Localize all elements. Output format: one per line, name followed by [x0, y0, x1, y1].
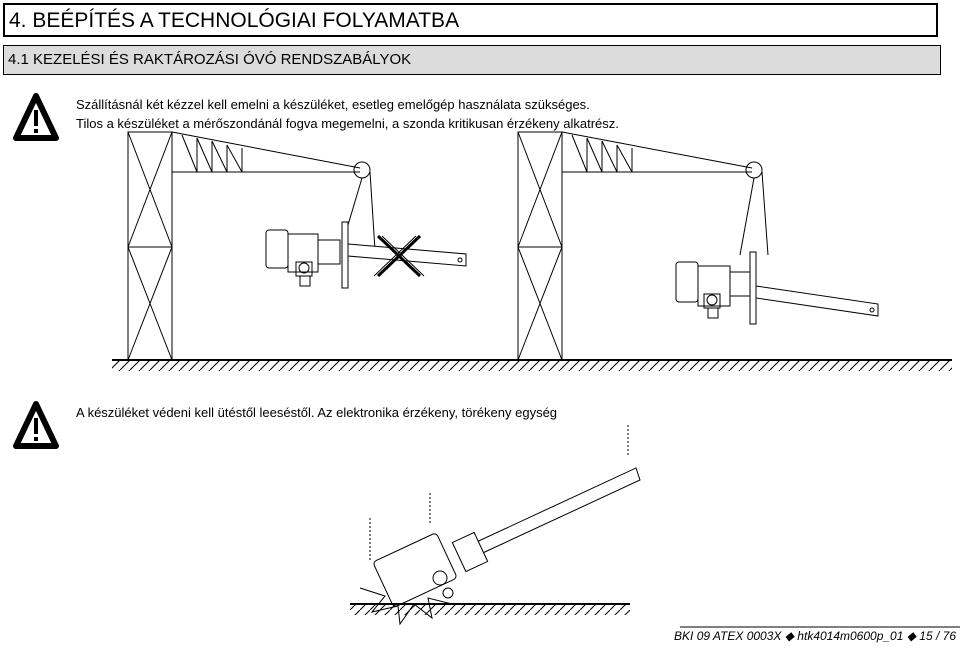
ground-hatch-top — [112, 359, 952, 371]
warning-triangle-icon — [13, 401, 59, 449]
warning1-line1: Szállításnál két kézzel kell emelni a ké… — [76, 97, 590, 112]
footer-doc-ref: BKI 09 ATEX 0003X ◆ htk4014m0600p_01 ◆ 1… — [674, 629, 956, 643]
warning1-line2: Tilos a készüléket a mérőszondánál fogva… — [76, 116, 619, 131]
ground-hatch-bottom — [350, 603, 630, 615]
subsection-title: 4.1 KEZELÉSI ÉS RAKTÁROZÁSI ÓVÓ RENDSZAB… — [3, 45, 941, 75]
section-title: 4. BEÉPÍTÉS A TECHNOLÓGIAI FOLYAMATBA — [3, 3, 938, 37]
crane-scene-correct — [517, 131, 879, 361]
crane-scene-wrong — [127, 131, 467, 361]
warning-triangle-icon — [13, 93, 59, 141]
warning2-line1: A készüléket védeni kell ütéstől leesést… — [76, 405, 558, 420]
falling-device-scene — [359, 425, 641, 626]
